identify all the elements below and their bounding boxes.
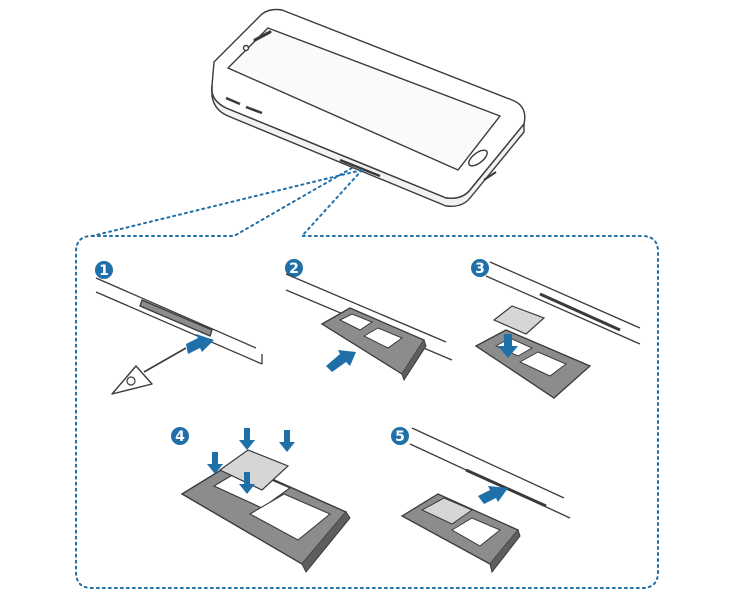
step-2-panel: 2 xyxy=(285,259,453,382)
phone-edge xyxy=(211,85,525,208)
step-5-panel: 5 xyxy=(391,427,571,574)
step-2-badge xyxy=(285,259,303,277)
step-3-number: 3 xyxy=(475,261,485,277)
phone-speaker xyxy=(253,30,272,42)
step-4-number: 4 xyxy=(175,429,185,445)
phone-port xyxy=(483,171,497,181)
step-3-panel: 3 xyxy=(471,259,641,399)
phone-camera xyxy=(242,44,250,52)
step-4-sim-tray xyxy=(180,461,351,573)
step-3-arrow xyxy=(498,334,518,358)
step-1-badge xyxy=(95,261,113,279)
step-2-arrow xyxy=(326,350,356,372)
phone-illustration xyxy=(211,8,526,208)
ejection-pin xyxy=(111,347,187,395)
step-4-badge xyxy=(171,427,189,445)
step-5-number: 5 xyxy=(395,429,405,445)
step-3-sim-tray xyxy=(474,329,592,399)
step-2-number: 2 xyxy=(289,261,299,277)
step-4-panel: 4 xyxy=(171,427,351,573)
step-5-arrow xyxy=(478,486,508,504)
phone-sim-slot xyxy=(339,158,381,178)
callout-frame xyxy=(75,167,659,589)
step-1-panel: 1 xyxy=(95,261,263,395)
step-3-badge xyxy=(471,259,489,277)
step-1-arrow xyxy=(186,334,214,354)
step-1-number: 1 xyxy=(99,263,109,279)
step-3-phone-edge xyxy=(485,261,641,345)
step-1-slot xyxy=(139,299,213,337)
step-4-arrows xyxy=(207,428,295,494)
phone-volume-buttons xyxy=(225,96,263,115)
phone-home-button xyxy=(468,149,488,167)
step-5-sim-tray xyxy=(400,493,521,574)
step-3-sim-card xyxy=(492,305,546,335)
step-5-badge xyxy=(391,427,409,445)
step-2-sim-tray xyxy=(320,307,427,382)
callout-border xyxy=(75,167,659,589)
step-1-phone-edge xyxy=(95,277,263,365)
step-3-slot xyxy=(539,292,621,332)
